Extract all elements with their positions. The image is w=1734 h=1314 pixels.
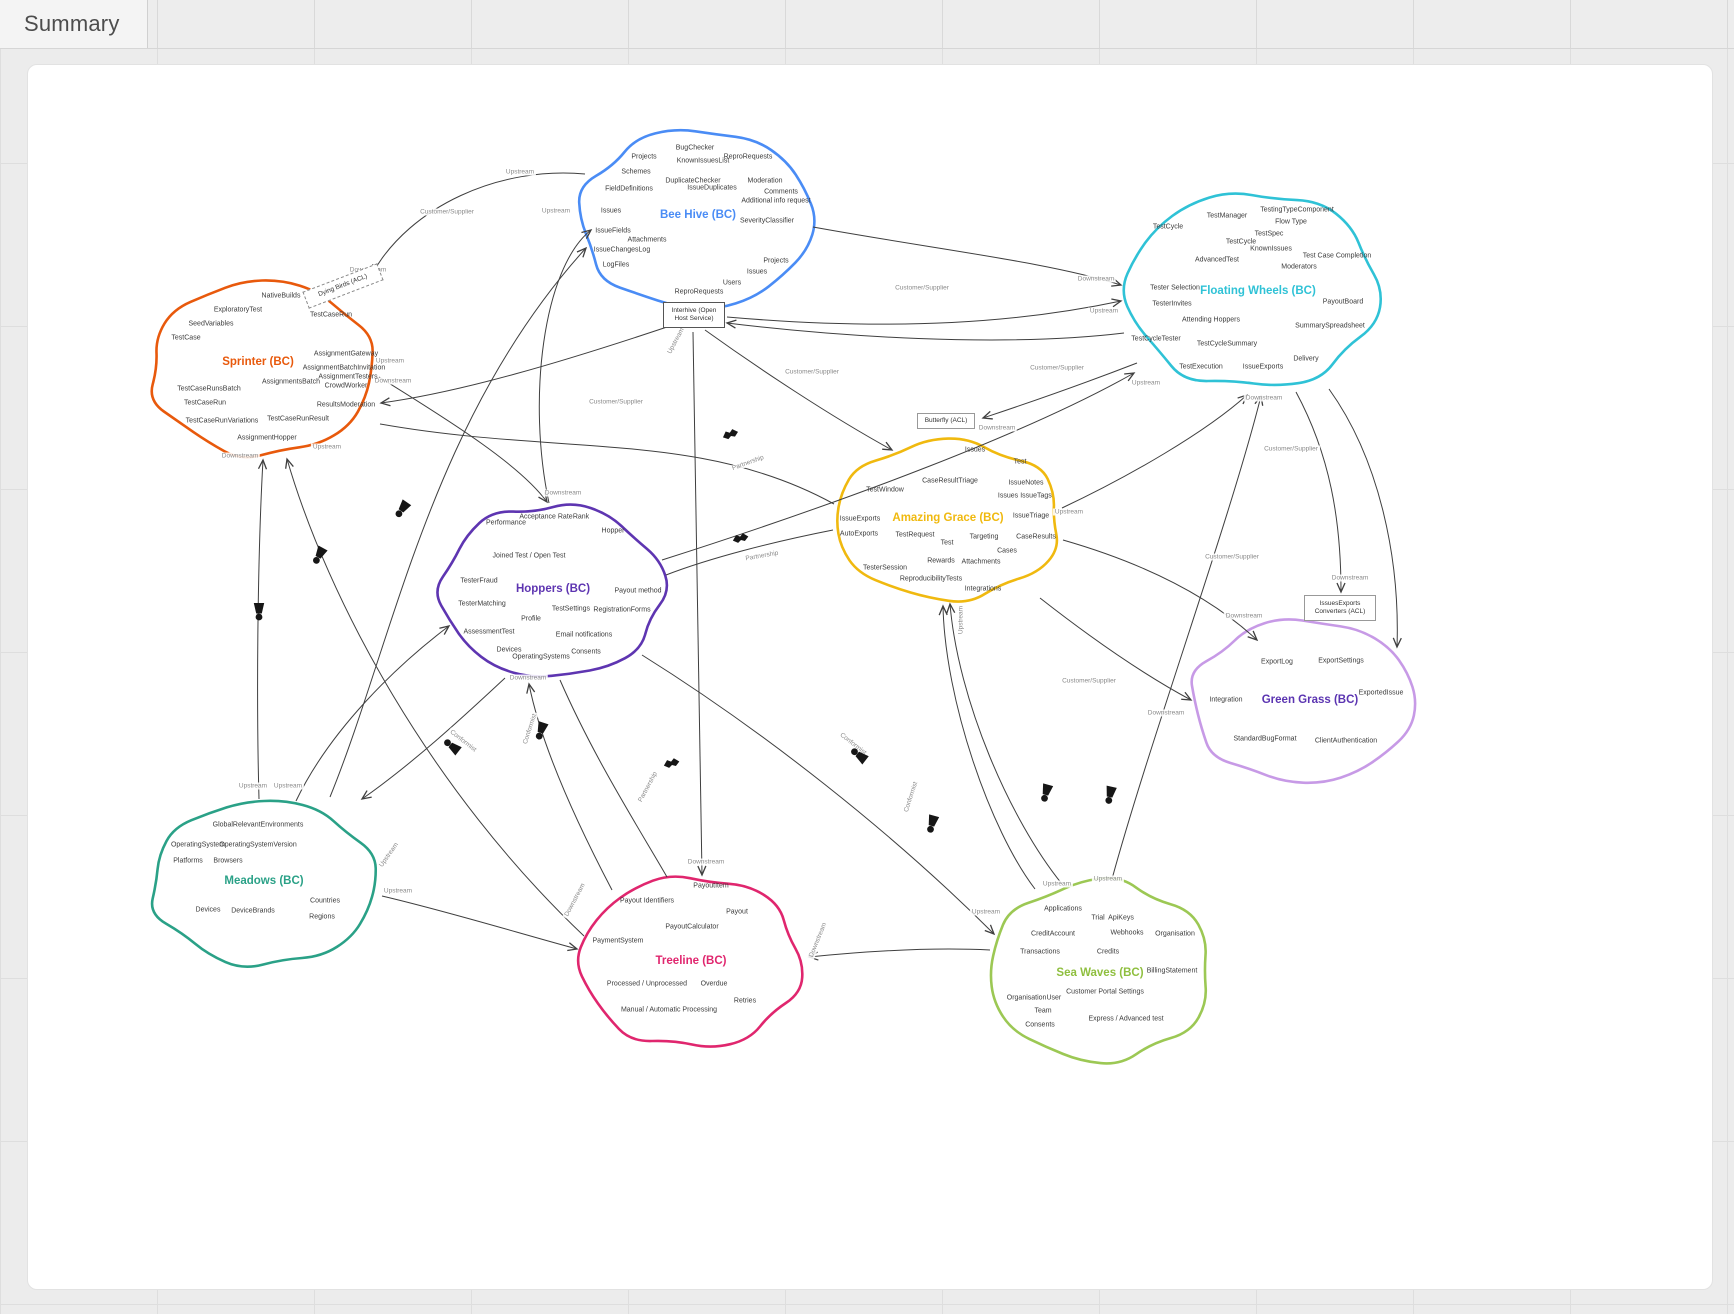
relationship-edge — [295, 625, 451, 802]
relationship-edge — [559, 679, 668, 878]
relationship-edge — [1111, 394, 1264, 880]
context-blob-floating-wheels[interactable] — [1122, 192, 1383, 387]
context-blob-bee-hive[interactable] — [577, 128, 816, 310]
relationship-edge — [379, 423, 835, 505]
relationship-edge — [1062, 539, 1259, 642]
relationship-edge — [1061, 393, 1249, 509]
context-blob-meadows[interactable] — [150, 799, 378, 968]
context-blob-treeline[interactable] — [576, 875, 804, 1048]
relationship-edge — [285, 457, 585, 937]
context-blob-sprinter[interactable] — [150, 279, 374, 459]
relationship-edge — [661, 372, 1136, 561]
context-blob-hoppers[interactable] — [436, 503, 669, 678]
relationship-edge — [807, 948, 991, 961]
relationship-edge — [641, 654, 996, 936]
relationship-edge — [360, 677, 506, 800]
relationship-edge — [981, 362, 1138, 420]
context-blob-amazing-grace[interactable] — [836, 437, 1059, 603]
tab-summary[interactable]: Summary — [0, 0, 148, 48]
relationship-edge — [704, 329, 894, 451]
relationship-edge — [329, 246, 588, 798]
relationship-edge — [257, 458, 268, 800]
relationship-edge — [812, 226, 1123, 287]
relationship-edge — [946, 602, 1063, 885]
relationship-edge — [665, 529, 834, 576]
relationship-edge — [378, 376, 548, 504]
top-bar: Summary — [0, 0, 1734, 49]
relationship-edge — [538, 229, 593, 504]
relationship-edge — [938, 604, 1036, 890]
context-blob-sea-waves[interactable] — [989, 876, 1208, 1065]
relationship-edge — [1039, 597, 1193, 701]
relationship-edge — [726, 298, 1123, 325]
relationship-edge — [526, 682, 613, 891]
relationship-edge — [1295, 391, 1346, 594]
relationship-edge — [692, 331, 707, 877]
tab-summary-label: Summary — [24, 11, 120, 36]
relationship-edge — [1328, 388, 1402, 649]
relationship-edge — [725, 319, 1125, 341]
context-blob-green-grass[interactable] — [1190, 618, 1417, 785]
relationship-edge — [379, 326, 668, 407]
relationship-edge — [381, 895, 579, 952]
relationship-edge — [371, 172, 586, 276]
